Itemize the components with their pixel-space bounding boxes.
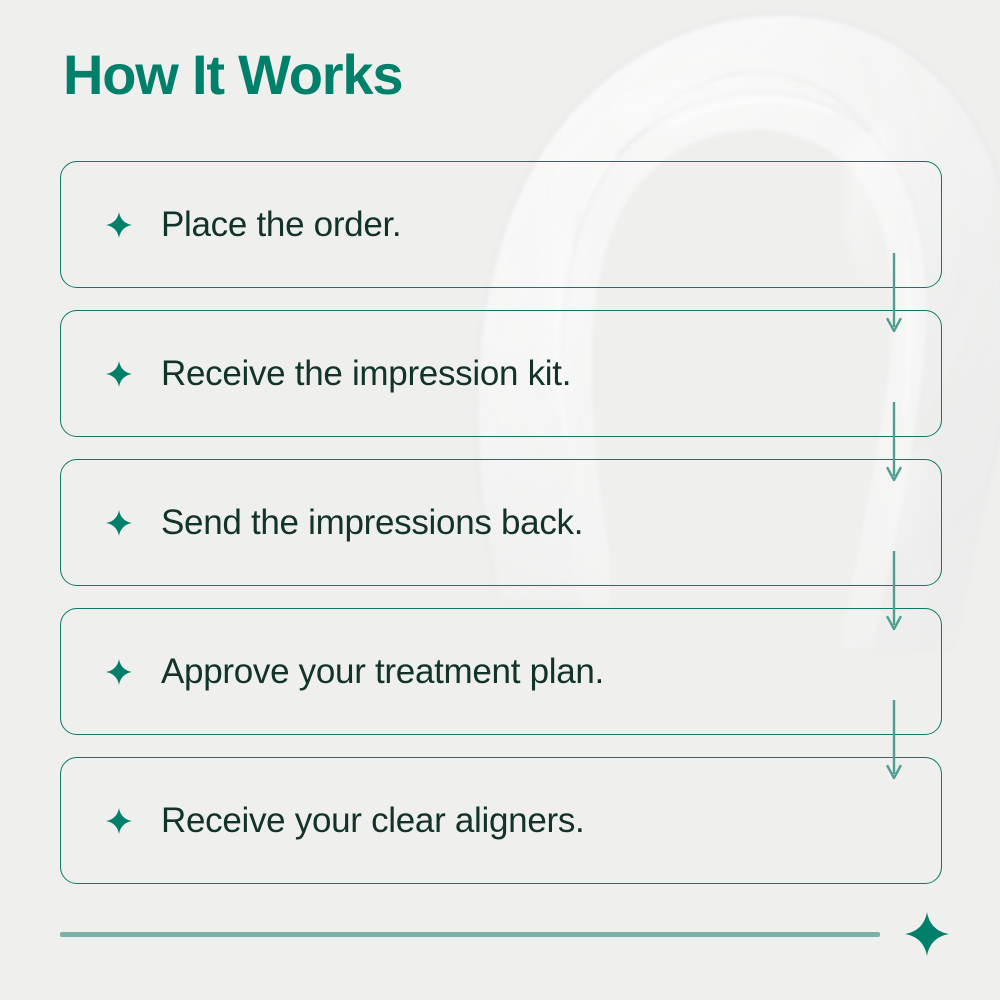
sparkle-icon [106,807,132,834]
sparkle-icon [106,658,132,685]
sparkle-icon [106,509,132,536]
step-box-3[interactable]: Send the impressions back. [60,459,942,586]
sparkle-icon [106,360,132,387]
step-box-5[interactable]: Receive your clear aligners. [60,757,942,884]
step-label-3: Send the impressions back. [161,502,584,542]
sparkle-icon [905,912,949,956]
step-label-1: Place the order. [161,204,402,244]
step-box-1[interactable]: Place the order. [60,161,942,288]
arrow-down-icon-3 [886,551,902,631]
step-box-4[interactable]: Approve your treatment plan. [60,608,942,735]
sparkle-icon [106,211,132,238]
step-label-2: Receive the impression kit. [161,353,572,393]
page-title: How It Works [63,43,403,106]
arrow-down-icon-1 [886,253,902,333]
step-box-2[interactable]: Receive the impression kit. [60,310,942,437]
arrow-down-icon-4 [886,700,902,780]
footer-divider [60,932,880,937]
arrow-down-icon-2 [886,402,902,482]
step-label-5: Receive your clear aligners. [161,800,585,840]
step-label-4: Approve your treatment plan. [161,651,604,691]
